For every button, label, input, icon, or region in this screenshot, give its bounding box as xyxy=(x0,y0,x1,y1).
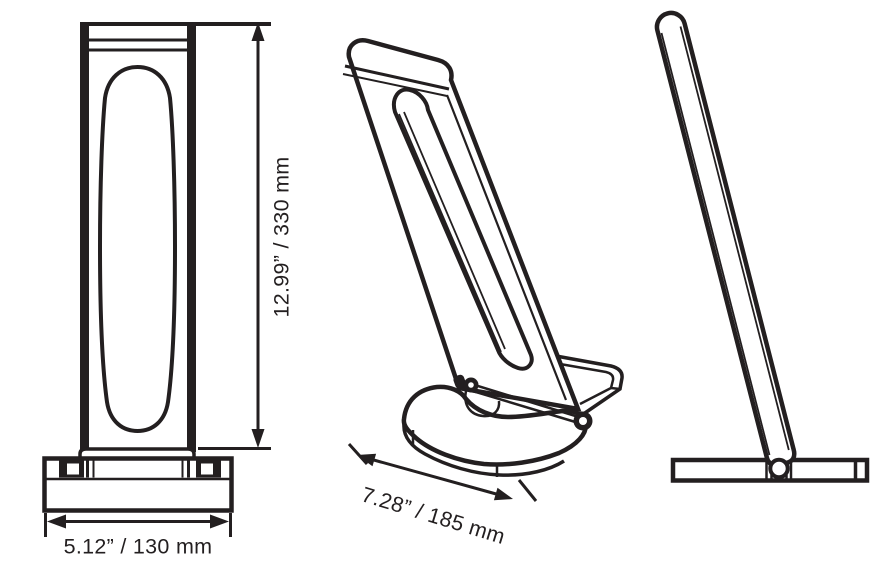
width-dimension-label: 5.12” / 130 mm xyxy=(64,535,213,559)
arrow-up-icon xyxy=(251,22,265,41)
kidney-base-thickness xyxy=(402,423,565,477)
dimension-line xyxy=(371,458,499,496)
hinge-pocket xyxy=(464,390,501,418)
panel-edge-line xyxy=(445,94,568,401)
foot-frame-inner xyxy=(559,362,615,406)
height-dimension: 12.99” / 330 mm xyxy=(251,22,294,448)
extension-line xyxy=(347,442,369,466)
hinge-rod xyxy=(464,380,583,420)
hinge-bracket-slot xyxy=(201,463,213,475)
foot-frame-edge xyxy=(610,386,621,391)
panel-cap-line xyxy=(342,73,448,97)
side-panel-outline xyxy=(654,10,797,468)
arrow-upleft-icon xyxy=(357,453,377,467)
arrow-down-icon xyxy=(251,429,265,448)
panel-inner-line xyxy=(679,26,790,451)
extension-line xyxy=(517,479,538,502)
cutout-thickness-line xyxy=(403,111,506,350)
arrow-left-icon xyxy=(47,514,66,529)
width-dimension: 5.12” / 130 mm xyxy=(44,513,232,559)
arrow-downright-icon xyxy=(493,487,513,501)
hinge-pivot xyxy=(768,457,790,480)
arrow-right-icon xyxy=(210,514,229,529)
side-view xyxy=(654,10,870,483)
front-view xyxy=(42,22,271,513)
panel-inner-line xyxy=(660,32,771,456)
panel-oval-cutout xyxy=(392,87,534,371)
front-oval-cutout xyxy=(98,64,177,434)
panel-cap-line xyxy=(344,64,450,91)
hinge-knob-hole xyxy=(468,382,474,388)
perspective-view xyxy=(342,38,624,477)
wing-nut xyxy=(453,374,466,389)
height-dimension-label: 12.99” / 330 mm xyxy=(270,156,294,317)
cutout-thickness-line xyxy=(398,113,502,353)
hinge-rod xyxy=(465,387,583,426)
hinge-bracket-slot xyxy=(67,463,79,475)
hinge-knob-hole xyxy=(579,417,587,425)
